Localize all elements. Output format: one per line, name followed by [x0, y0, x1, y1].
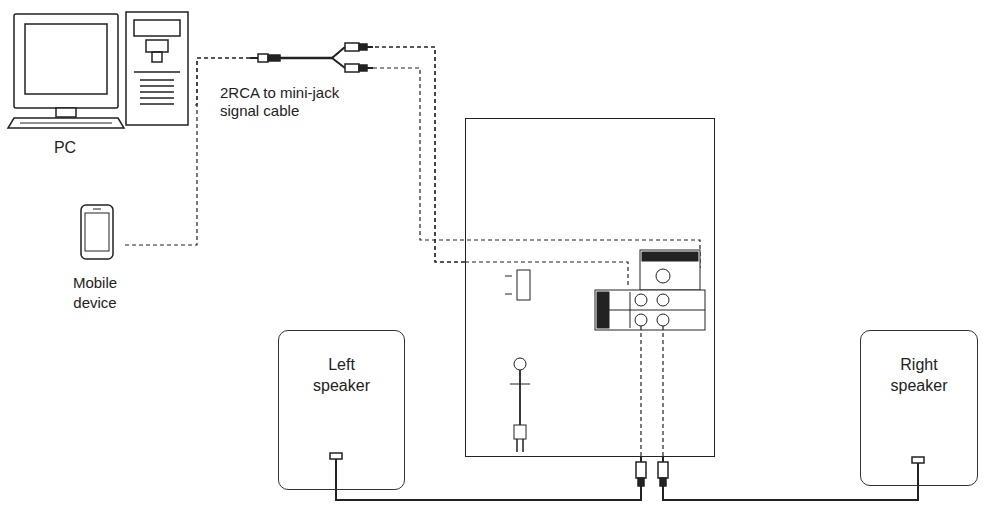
phone-icon — [81, 205, 113, 259]
signal-cable-line — [195, 47, 465, 262]
node-label: PC — [54, 138, 76, 159]
speaker-plugs — [330, 453, 924, 490]
node-label: Mobile device — [65, 273, 125, 312]
speaker-wire — [663, 457, 918, 500]
pc-icon-node: PC — [5, 5, 195, 163]
mobile-device-node: Mobile device — [65, 200, 125, 312]
pc-icon — [8, 12, 188, 128]
back-panel — [505, 250, 705, 457]
subwoofer-box — [465, 118, 715, 457]
cable-label: 2RCA to mini-jack signal cable — [220, 84, 350, 120]
speaker-box: Right speaker — [860, 330, 978, 486]
node-label: Left speaker — [302, 355, 382, 397]
speaker-wire — [336, 457, 641, 500]
node-label: Right speaker — [879, 355, 959, 397]
speaker-box: Left speaker — [278, 330, 405, 490]
signal-cable — [250, 43, 700, 285]
